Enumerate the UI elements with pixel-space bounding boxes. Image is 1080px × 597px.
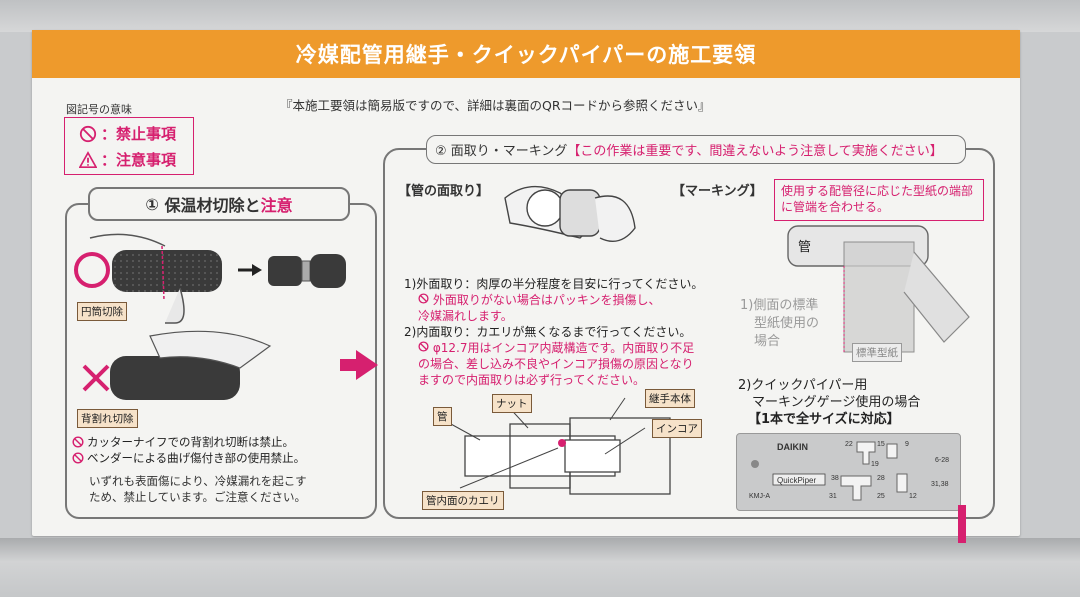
side-template-text-2: 型紙使用の bbox=[754, 316, 820, 331]
chamfer-text-5: φ12.7用はインコア内蔵構造です。内面取り不足 bbox=[418, 340, 694, 356]
flow-arrow-shaft bbox=[340, 359, 358, 371]
marking-template-illustration bbox=[787, 225, 970, 353]
gauge-title-1: 2)クイックパイパー用 bbox=[738, 378, 868, 393]
step1-title: ① 保温材切除と 注意 bbox=[88, 187, 350, 221]
legend-caution: ：注意事項 bbox=[79, 149, 176, 170]
gauge-num-8: 31 bbox=[829, 493, 837, 500]
side-template-text-3: 場合 bbox=[754, 334, 781, 349]
gauge-model: KMJ-A bbox=[749, 493, 770, 500]
diagram-label-burr: 管内面のカエリ bbox=[422, 491, 504, 510]
chamfer-label: 【管の面取り】 bbox=[398, 184, 490, 199]
box-bottom-edge bbox=[0, 538, 1080, 597]
gauge-num-1: 22 bbox=[845, 441, 853, 448]
std-template-tag: 標準型紙 bbox=[852, 343, 902, 362]
legend-title: 図記号の意味 bbox=[66, 103, 132, 116]
prohibited-icon bbox=[72, 452, 84, 464]
gauge-num-10: 12 bbox=[909, 493, 917, 500]
legend-caution-label: ：注意事項 bbox=[101, 151, 177, 169]
legend-prohibited: ：禁止事項 bbox=[79, 123, 176, 144]
step2-title-b: 【この作業は重要です、間違えないよう注意して実施ください】 bbox=[567, 144, 943, 159]
gauge-num-2: 15 bbox=[877, 441, 885, 448]
diagram-label-nut: ナット bbox=[492, 394, 532, 413]
pink-edge-mark bbox=[958, 505, 966, 543]
gauge-num-5: 6-28 bbox=[935, 457, 949, 464]
top-note: 『本施工要領は簡易版ですので、詳細は裏面のQRコードから参照ください』 bbox=[280, 98, 711, 113]
prohibited-icon bbox=[418, 341, 429, 352]
gauge-num-6: 38 bbox=[831, 475, 839, 482]
note-line-2: ため、禁止しています。ご注意ください。 bbox=[89, 490, 307, 504]
prohibited-icon bbox=[72, 436, 84, 448]
chamfer-text-2-label: 外面取りがない場合はパッキンを損傷し、 bbox=[432, 293, 661, 307]
gauge-num-9: 25 bbox=[877, 493, 885, 500]
diagram-label-incore: インコア bbox=[652, 419, 702, 438]
insulation-cut-illustration bbox=[74, 233, 346, 400]
step2-title: ② 面取り・マーキング 【この作業は重要です、間違えないよう注意して実施ください… bbox=[426, 135, 966, 164]
step1-number: ① bbox=[145, 194, 159, 214]
marking-label: 【マーキング】 bbox=[672, 184, 763, 199]
gauge-title-3: 【1本で全サイズに対応】 bbox=[748, 412, 900, 427]
marking-gauge-shape: DAIKIN QuickPiper KMJ-A 22 15 9 19 6-28 … bbox=[749, 441, 949, 501]
warn-line-2: ベンダーによる曲げ傷付き部の使用禁止。 bbox=[72, 450, 305, 466]
warn-text-1: カッターナイフでの背割れ切断は禁止。 bbox=[87, 435, 294, 449]
marking-callout: 使用する配管径に応じた型紙の端部に管端を合わせる。 bbox=[774, 179, 984, 221]
step1-title-b: 注意 bbox=[260, 196, 293, 215]
chamfer-text-3: 冷媒漏れします。 bbox=[418, 309, 513, 323]
legend-prohibited-label: ：禁止事項 bbox=[101, 125, 177, 143]
gauge-num-11: 31,38 bbox=[931, 481, 949, 488]
step1-title-a: 保温材切除と bbox=[164, 196, 261, 215]
diagram-label-body: 継手本体 bbox=[645, 389, 695, 408]
chamfer-text-5-label: φ12.7用はインコア内蔵構造です。内面取り不足 bbox=[432, 341, 695, 355]
warn-text-2: ベンダーによる曲げ傷付き部の使用禁止。 bbox=[87, 451, 306, 465]
prohibited-icon bbox=[418, 293, 429, 304]
gauge-num-3: 9 bbox=[905, 441, 909, 448]
prohibited-icon bbox=[79, 125, 97, 142]
box-top-edge bbox=[0, 0, 1080, 32]
caution-icon bbox=[79, 150, 97, 168]
tag-split-cut: 背割れ切除 bbox=[77, 409, 138, 428]
note-line-1: いずれも表面傷により、冷媒漏れを起こす bbox=[89, 474, 307, 488]
marking-gauge-image: DAIKIN QuickPiper KMJ-A 22 15 9 19 6-28 … bbox=[736, 433, 961, 511]
page-title: 冷媒配管用継手・クイックパイパーの施工要領 bbox=[32, 30, 1020, 78]
chamfer-text-4: 2)内面取り：カエリが無くなるまで行ってください。 bbox=[404, 325, 692, 339]
warn-line-1: カッターナイフでの背割れ切断は禁止。 bbox=[72, 434, 294, 450]
gauge-title-2: マーキングゲージ使用の場合 bbox=[752, 395, 921, 410]
diagram-label-pipe: 管 bbox=[433, 407, 452, 426]
flow-arrow-icon bbox=[356, 350, 378, 380]
chamfer-text-7: ますので内面取りは必ず行ってください。 bbox=[418, 373, 646, 387]
legend-box: ：禁止事項 ：注意事項 bbox=[64, 117, 194, 175]
tag-cylinder-cut: 円筒切除 bbox=[77, 302, 127, 321]
step2-title-a: ② 面取り・マーキング bbox=[435, 144, 568, 159]
chamfer-text-2: 外面取りがない場合はパッキンを損傷し、 bbox=[418, 292, 660, 308]
gauge-brand: DAIKIN bbox=[777, 442, 808, 452]
marking-pipe-label: 管 bbox=[798, 240, 812, 255]
joint-cross-section-diagram bbox=[439, 397, 671, 495]
gauge-num-4: 19 bbox=[871, 461, 879, 468]
gauge-product: QuickPiper bbox=[777, 476, 816, 485]
chamfer-tool-illustration bbox=[504, 185, 636, 242]
gauge-num-7: 28 bbox=[877, 475, 885, 482]
side-template-text-1: 1)側面の標準 bbox=[740, 298, 819, 313]
chamfer-text-6: の場合、差し込み不良やインコア損傷の原因となり bbox=[418, 357, 694, 371]
chamfer-text-1: 1)外面取り：肉厚の半分程度を目安に行ってください。 bbox=[404, 277, 704, 291]
